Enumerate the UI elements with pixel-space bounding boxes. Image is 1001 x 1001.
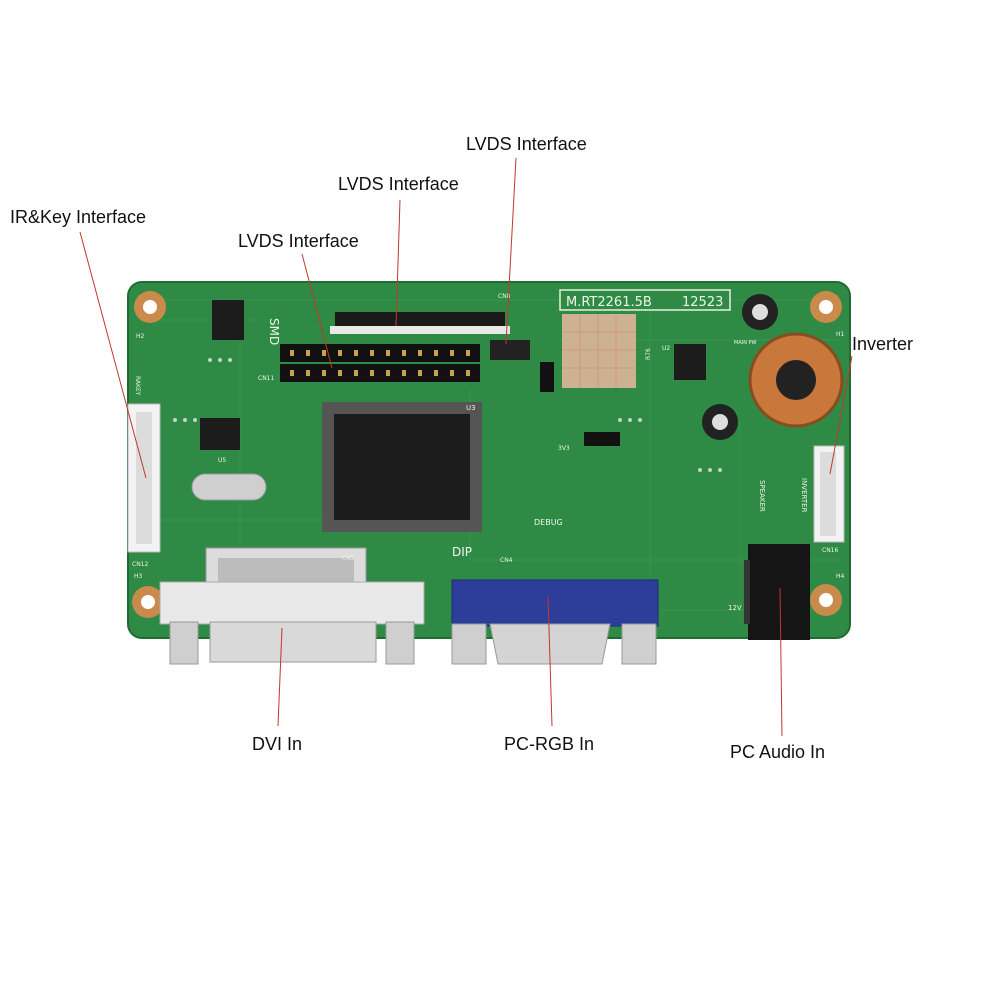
cn11-silk: CN11	[258, 375, 274, 382]
debug-silk: DEBUG	[534, 518, 563, 527]
cn12-silk: CN12	[132, 561, 148, 568]
callout-line-ir-key	[79, 231, 147, 479]
lvds-pin-header	[280, 344, 480, 382]
main-pwr-silk: MAIN PW	[734, 340, 757, 346]
lvds-fpc-connector	[330, 312, 510, 334]
12v-silk: 12V	[728, 604, 742, 612]
board-serial-text: 12523	[682, 295, 723, 310]
capacitor-e3	[742, 294, 778, 330]
h3-silk: H3	[134, 573, 143, 580]
u5-silk: U5	[218, 457, 226, 464]
capacitor-e2	[702, 404, 738, 440]
cn16-silk: CN16	[822, 547, 838, 554]
cn8-silk: CN8	[498, 293, 511, 300]
mounting-hole-h4	[810, 584, 842, 616]
h4-silk: H4	[836, 573, 845, 580]
inverter-silk: INVERTER	[800, 478, 808, 513]
vga-connector	[451, 579, 659, 665]
callout-line-dvi	[277, 627, 283, 727]
resistor-array	[562, 314, 636, 388]
r76-silk: R76	[645, 348, 652, 360]
dip-silk: DIP	[452, 545, 472, 559]
rakey-silk: RAKEY	[134, 376, 141, 396]
label-dvi-in: DVI In	[252, 734, 303, 754]
label-pc-audio-in: PC Audio In	[730, 742, 826, 762]
mounting-hole-h2	[134, 291, 166, 323]
inverter-connector	[813, 445, 845, 543]
label-pc-rgb-in: PC-RGB In	[504, 734, 595, 754]
speaker-silk: SPEAKER	[758, 480, 766, 512]
toroid-inductor	[748, 332, 844, 428]
label-inverter: Inverter	[852, 334, 914, 354]
label-lvds-top: LVDS Interface	[466, 134, 587, 154]
callout-line-lvds-left	[301, 253, 333, 369]
callout-line-lvds-mid	[395, 199, 401, 327]
3v3-silk: 3V3	[558, 445, 570, 452]
scaler-ic-u3	[322, 402, 482, 532]
u2-silk: U2	[662, 345, 670, 352]
callout-line-inverter	[829, 355, 853, 475]
lvds-connector-cn8	[490, 340, 530, 360]
mounting-hole-h1	[810, 291, 842, 323]
callout-lines	[79, 157, 853, 737]
ir-key-connector	[127, 403, 161, 553]
cn5-silk: CN5	[342, 555, 355, 562]
callout-line-pc-audio	[779, 587, 783, 737]
dvi-connector	[159, 547, 425, 665]
mounting-hole-h3	[132, 586, 164, 618]
label-lvds-mid: LVDS Interface	[338, 174, 459, 194]
h2-silk: H2	[136, 333, 145, 340]
ic-u2	[674, 344, 706, 380]
ic-u5	[200, 418, 240, 450]
smd-silk: SMD	[267, 318, 281, 345]
audio-jack	[744, 544, 810, 640]
cn4-silk: CN4	[500, 557, 513, 564]
callout-line-pc-rgb	[547, 595, 553, 727]
ic-u1	[212, 300, 244, 340]
label-ir-key: IR&Key Interface	[10, 207, 147, 227]
model-banner	[559, 289, 731, 311]
h1-silk: H1	[836, 331, 845, 338]
label-lvds-left: LVDS Interface	[238, 231, 359, 251]
board-model-text: M.RT2261.5B	[566, 295, 652, 310]
callout-line-lvds-top	[505, 157, 517, 345]
crystal-oscillator	[191, 473, 267, 501]
u3-silk: U3	[466, 404, 476, 412]
jumper-header	[540, 362, 620, 446]
